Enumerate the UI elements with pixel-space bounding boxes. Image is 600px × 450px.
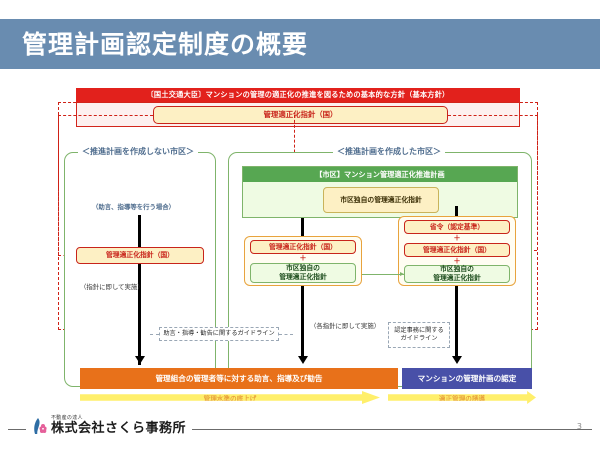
company-logo: 不動産の達人 株式会社さくら事務所 — [26, 415, 193, 436]
panel-no-plan-label: ＜推進計画を作成しない市区＞ — [78, 148, 198, 156]
guide-left-tail — [279, 334, 293, 335]
dash-left-vertical — [58, 114, 59, 256]
national-policy-banner: 〔国土交通大臣〕マンションの管理の適正化の推進を図るための基本的な方針（基本方針… — [76, 88, 520, 102]
right-municipal-guideline-box: 市区独自の 管理適正化指針 — [404, 265, 510, 283]
note-left-implement: （指針に即して実施） — [80, 283, 144, 291]
municipal-plan-box: 【市区】マンション管理適正化推進計画 市区独自の 管理適正化指針 — [242, 166, 518, 218]
right-ministerial-ordinance-box: 省令（認定基準） — [404, 220, 510, 234]
mid-municipal-line1: 市区独自の — [286, 264, 320, 273]
dash-right-vertical — [537, 114, 538, 250]
outcome-advice-bar: 管理組合の管理者等に対する助言、指導及び勧告 — [80, 368, 398, 389]
municipal-own-guideline-box: 市区独自の 管理適正化指針 — [323, 187, 439, 213]
company-name: 株式会社さくら事務所 — [51, 421, 187, 436]
effect-arrow-guidance: 適正管理の誘導 — [388, 391, 536, 404]
guideline-advice-box: 助言・指導・勧告に関するガイドライン — [159, 327, 279, 341]
company-tagline: 不動産の達人 — [51, 415, 83, 421]
arrow-left-shaft — [138, 215, 141, 365]
arrow-left-head — [134, 356, 145, 364]
page-number: 3 — [576, 422, 582, 431]
municipal-own-guideline-line1: 市区独自の — [340, 195, 375, 204]
mid-municipal-line2: 管理適正化指針 — [279, 273, 327, 281]
note-mid-implement: （各指針に即して実施） — [310, 322, 381, 330]
guideline-certification-box: 認定事務に関する ガイドライン — [388, 322, 450, 348]
dash-natl-to-right — [448, 114, 538, 116]
company-logo-text: 不動産の達人 株式会社さくら事務所 — [51, 415, 187, 436]
green-connector — [362, 274, 404, 275]
guideline-cert-line2: ガイドライン — [400, 335, 438, 342]
dash-natl-to-left — [58, 114, 153, 116]
note-advice-case: （助言、指導等を行う場合） — [92, 203, 176, 211]
diagram: 〔国土交通大臣〕マンションの管理の適正化の推進を図るための基本的な方針（基本方針… — [58, 88, 538, 406]
effect-arrow-level-up: 管理水準の底上げ — [80, 391, 380, 404]
outcome-certification-bar: マンションの管理計画の認定 — [402, 368, 532, 389]
right-national-guideline-box: 管理適正化指針（国） — [404, 243, 510, 257]
arrow-mid-shaft — [301, 286, 304, 358]
guideline-cert-line1: 認定事務に関する — [394, 326, 444, 334]
arrow-green-to-right — [455, 206, 458, 218]
arrow-mid-head — [297, 356, 308, 364]
right-municipal-line1: 市区独自の — [440, 265, 474, 274]
mid-national-guideline-box: 管理適正化指針（国） — [250, 240, 356, 254]
municipal-own-guideline-line2: 管理適正化指針 — [374, 195, 422, 204]
guide-left-lead — [150, 334, 159, 335]
municipal-plan-header: 【市区】マンション管理適正化推進計画 — [243, 167, 517, 182]
left-national-guideline-box: 管理適正化指針（国） — [76, 247, 204, 264]
arrow-right-head — [451, 356, 462, 364]
right-plus-2: ＋ — [453, 257, 461, 265]
green-connector-arrow — [400, 271, 404, 276]
slide-title-bar: 管理計画認定制度の概要 — [0, 19, 600, 69]
sakura-logo-icon — [32, 417, 48, 435]
mid-plus: ＋ — [299, 254, 307, 262]
mid-municipal-guideline-box: 市区独自の 管理適正化指針 — [250, 263, 356, 283]
arrow-right-shaft — [455, 286, 458, 358]
page-title: 管理計画認定制度の概要 — [22, 29, 309, 59]
national-guideline-box: 管理適正化指針（国） — [153, 105, 448, 124]
right-plus-1: ＋ — [453, 234, 461, 242]
panel-with-plan-label: ＜推進計画を作成した市区＞ — [333, 148, 445, 156]
arrow-green-to-mid — [301, 218, 304, 236]
right-municipal-line2: 管理適正化指針 — [433, 274, 481, 282]
footer-divider — [8, 429, 592, 430]
